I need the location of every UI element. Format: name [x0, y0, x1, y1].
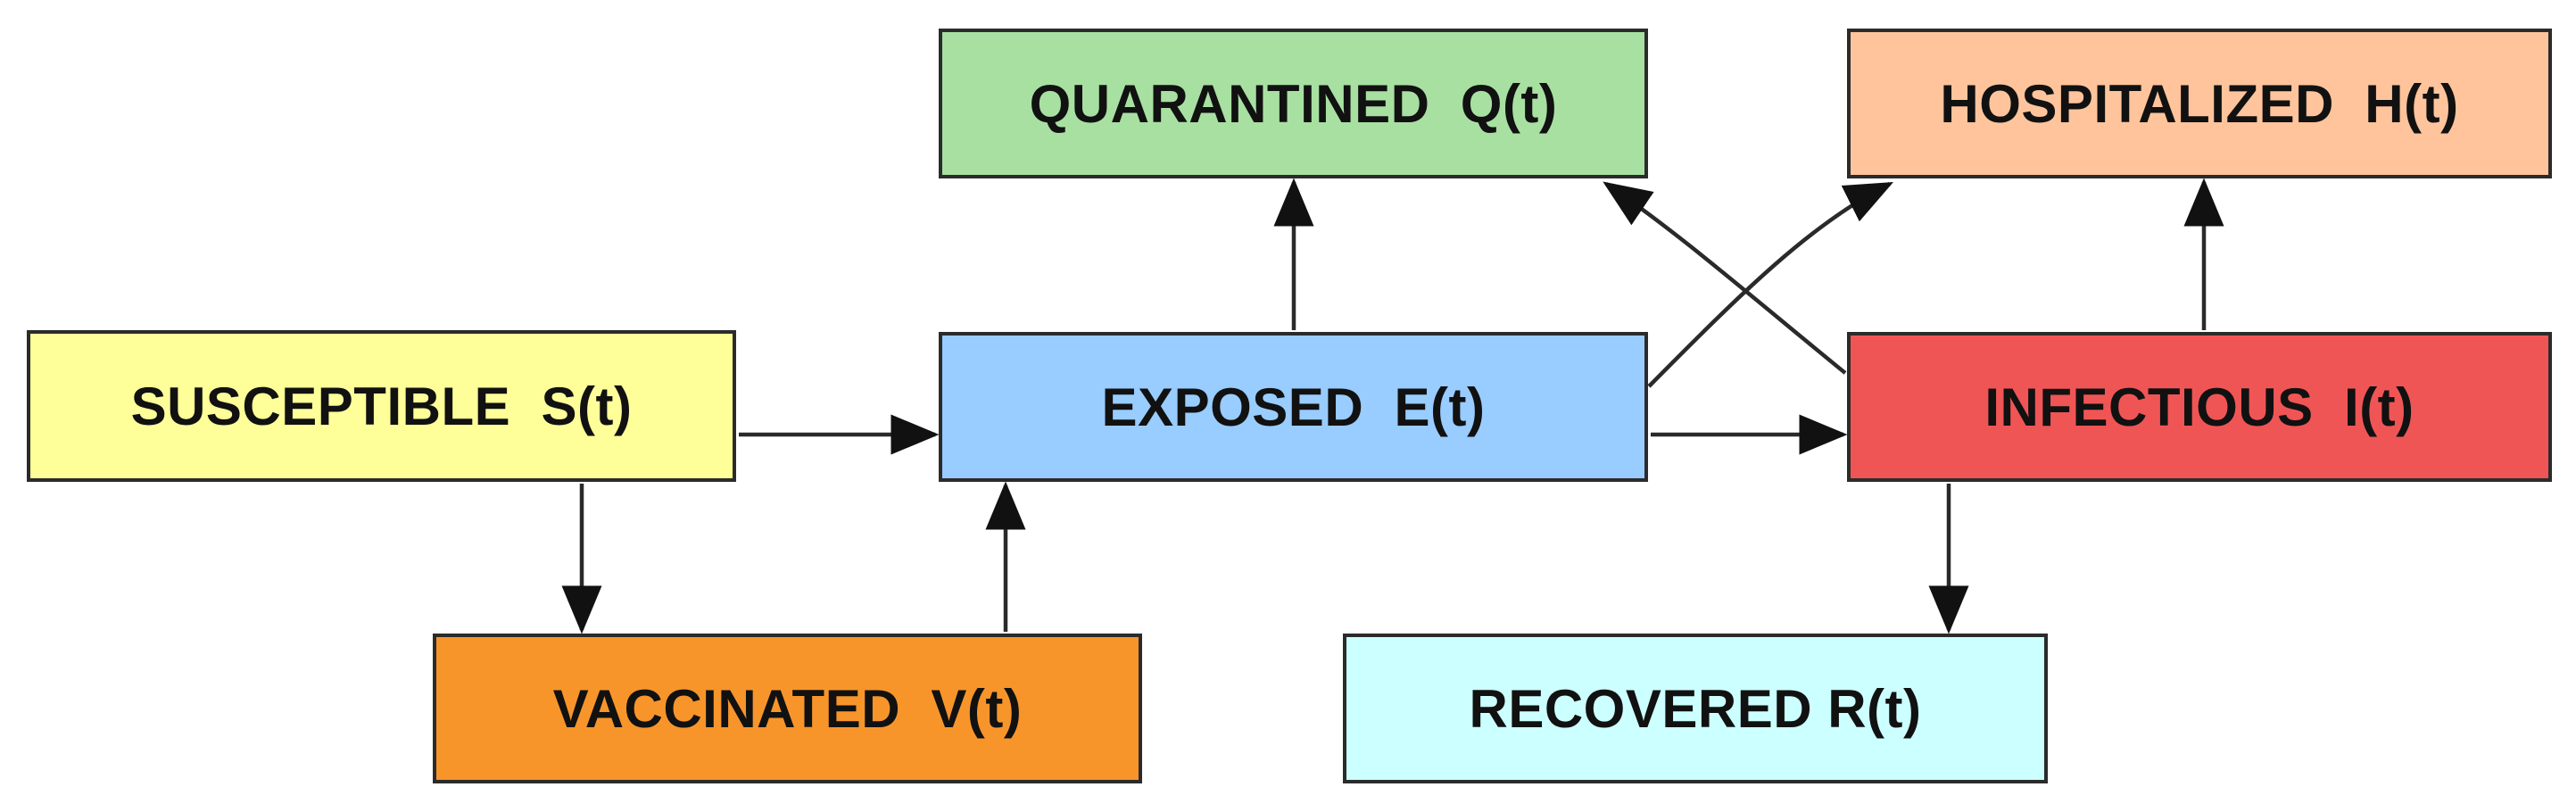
recovered-box: RECOVERED R(t) — [1343, 634, 2048, 783]
arrow-infectious-to-quarantined — [1603, 181, 1847, 375]
exposed-box: EXPOSED E(t) — [939, 332, 1648, 482]
arrow-exposed-to-hospitalized — [1647, 181, 1894, 388]
infectious-box: INFECTIOUS I(t) — [1847, 332, 2552, 482]
susceptible-box: SUSCEPTIBLE S(t) — [27, 330, 736, 482]
quarantined-box: QUARANTINED Q(t) — [939, 29, 1648, 178]
vaccinated-box: VACCINATED V(t) — [433, 634, 1142, 783]
hospitalized-box: HOSPITALIZED H(t) — [1847, 29, 2552, 178]
